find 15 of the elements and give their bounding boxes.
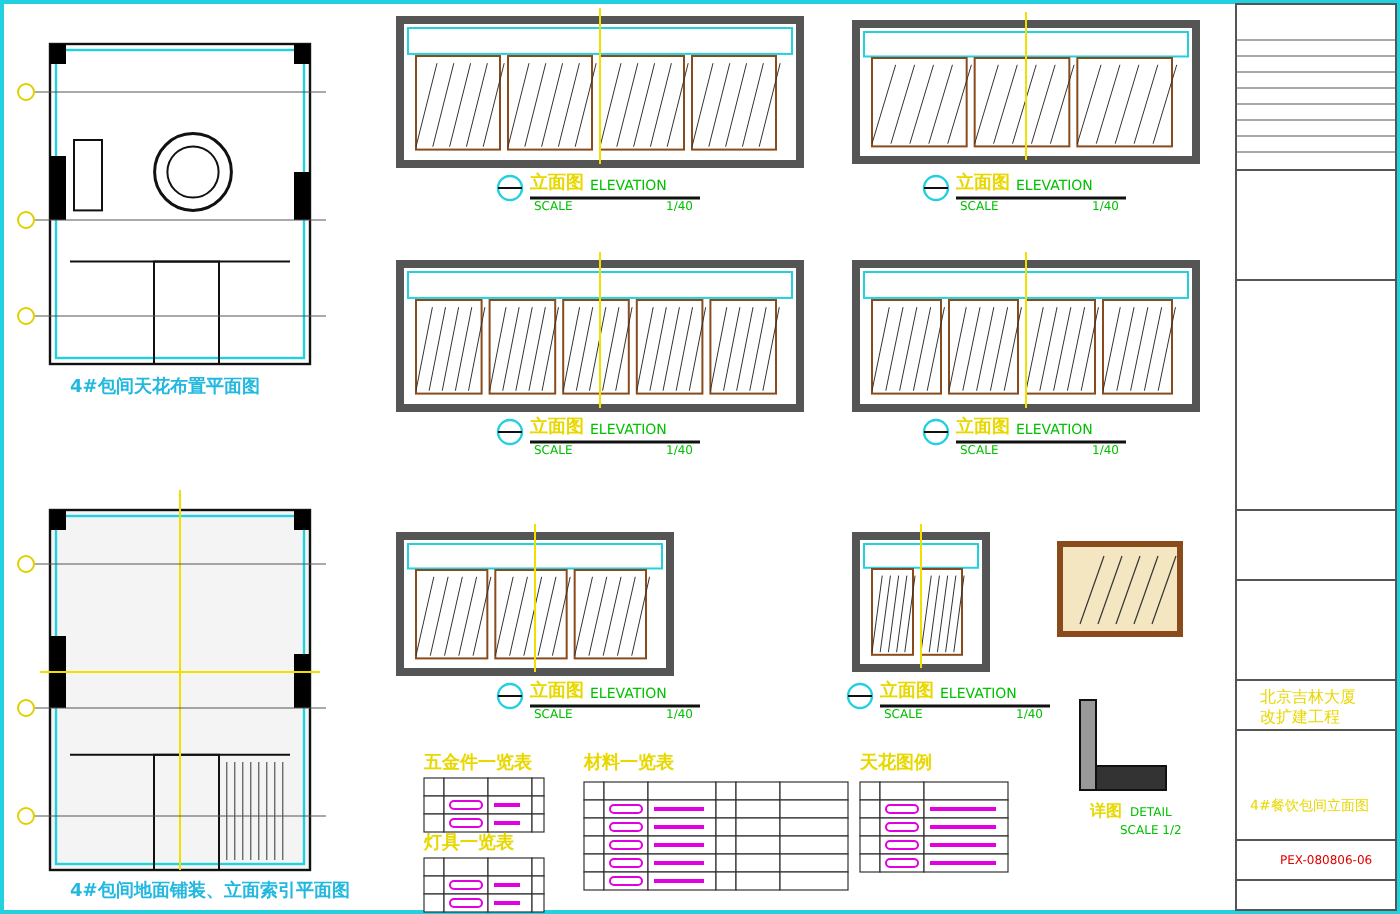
- table-title: 天花图例: [860, 756, 932, 774]
- elevation-title: 立面图: [956, 176, 1010, 194]
- project-name: 改扩建工程: [1260, 710, 1340, 726]
- table-title: 五金件一览表: [424, 756, 532, 774]
- table-title: 材料一览表: [584, 756, 674, 774]
- plan-title: 4#包间天花布置平面图: [70, 380, 260, 398]
- elevation-title: 立面图: [956, 420, 1010, 438]
- elevation-title: 立面图: [530, 176, 584, 194]
- plan-title: 4#包间地面铺装、立面索引平面图: [70, 884, 350, 902]
- project-name: 北京吉林大厦: [1260, 690, 1356, 706]
- elevation-title: 立面图: [880, 684, 934, 702]
- elevation-title: 立面图: [530, 684, 584, 702]
- elevation-title: 立面图: [530, 420, 584, 438]
- table-title: 灯具一览表: [424, 836, 514, 854]
- detail-title: 详图: [1090, 804, 1122, 820]
